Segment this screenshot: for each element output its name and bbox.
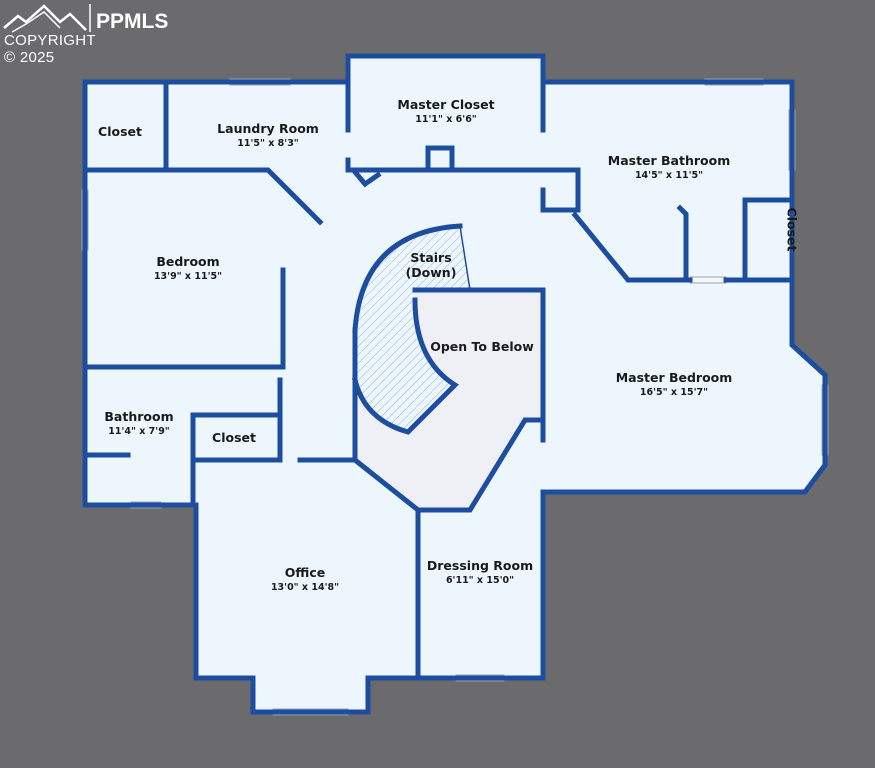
room-label-closet-office: Closet [212,430,256,445]
walls [82,53,828,715]
room-label-stairs: Stairs(Down) [405,250,457,280]
stairs-area [355,226,470,432]
mountain-logo-icon [3,4,91,33]
room-label-closet-bath: Closet [784,207,800,252]
logo-brand: PPMLS [96,10,169,33]
room-label-open-to-below: Open To Below [430,339,534,354]
room-label-closet: Closet [98,124,142,139]
logo-copyright: COPYRIGHT © 2025 [4,32,96,66]
open-to-below-area [355,290,543,510]
